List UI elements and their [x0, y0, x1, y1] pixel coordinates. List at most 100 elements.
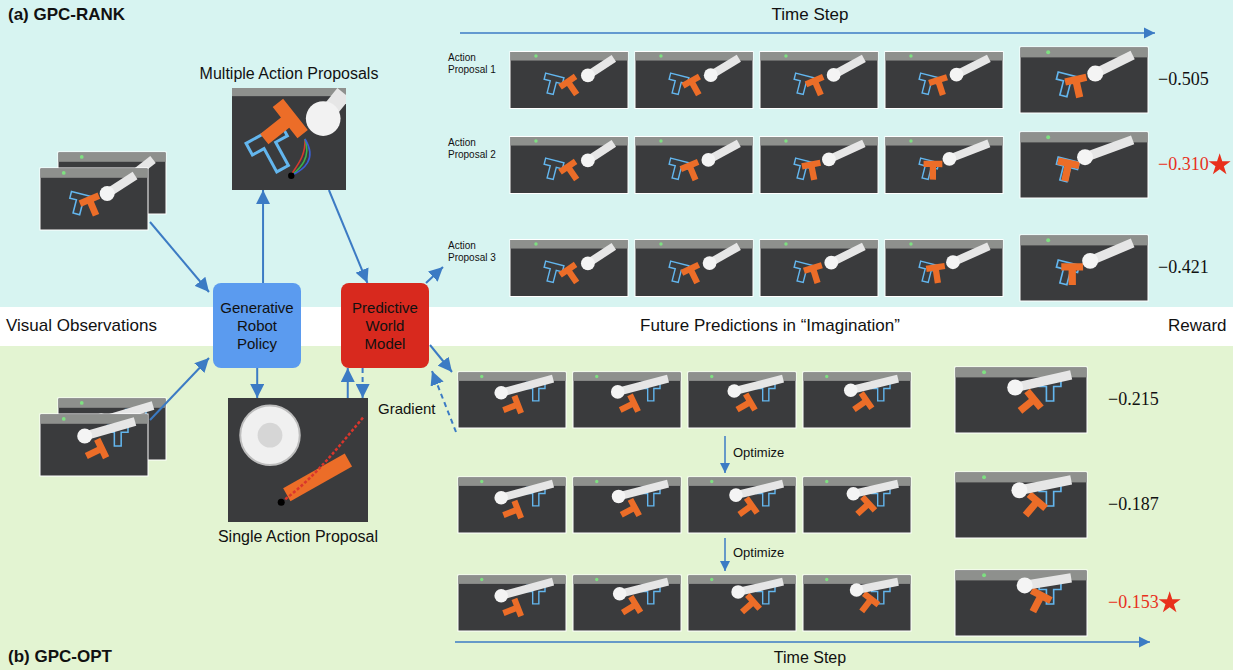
robot-base	[1011, 482, 1027, 498]
video-frame	[573, 575, 681, 631]
status-light	[909, 54, 912, 57]
robot-base	[704, 68, 718, 82]
row-label: Action Proposal 2	[448, 137, 504, 160]
image-ground	[232, 88, 346, 190]
flow-arrow	[347, 368, 349, 398]
status-light	[710, 480, 713, 483]
trajectory-line	[291, 139, 307, 176]
video-frame	[40, 168, 148, 230]
video-frame	[573, 477, 681, 533]
t-block	[926, 263, 946, 284]
video-frame	[1020, 235, 1148, 301]
end-point	[278, 499, 285, 506]
video-frame	[635, 137, 753, 194]
frame-ground	[510, 52, 628, 109]
reward-value: −0.421	[1158, 257, 1209, 279]
frame-ground	[803, 477, 911, 533]
label-anchor: Visual Observations	[6, 316, 157, 336]
t-block	[79, 192, 101, 216]
frame-ground	[635, 137, 753, 194]
robot-base	[822, 152, 836, 166]
status-light	[1046, 135, 1050, 139]
video-frame	[510, 240, 628, 297]
robot-base	[946, 255, 960, 269]
robot-arm	[851, 379, 898, 391]
frame-ground	[885, 137, 1003, 194]
robot-arm	[736, 484, 783, 495]
video-frame	[635, 240, 753, 297]
video-frame	[458, 575, 566, 631]
trajectory-line	[291, 139, 310, 176]
t-block	[287, 460, 349, 495]
status-light	[80, 155, 84, 159]
row-label: Action Proposal 3	[448, 240, 504, 263]
frame-ground	[1020, 132, 1148, 198]
video-frame	[688, 372, 796, 428]
frame-ground	[40, 168, 148, 230]
robot-joint	[258, 423, 283, 448]
arrow-label: Gradient	[378, 400, 436, 418]
robot-base	[581, 154, 595, 168]
status-light	[62, 417, 66, 421]
gradient-arrow	[362, 368, 364, 398]
robot-base	[943, 152, 957, 166]
step-label: Optimize	[733, 445, 784, 461]
box-label: Generative Robot Policy	[219, 299, 295, 353]
frame-ground	[573, 575, 681, 631]
best-star	[1209, 153, 1231, 174]
video-frame	[760, 137, 878, 194]
robot-base	[612, 490, 626, 504]
video-frame	[1020, 47, 1148, 113]
video-frame	[803, 575, 911, 631]
frame-ground	[635, 52, 753, 109]
video-frame	[760, 52, 878, 109]
video-frame	[885, 240, 1003, 297]
panel-heading: Single Action Proposal	[218, 527, 378, 546]
video-frame	[955, 472, 1087, 538]
status-light	[80, 401, 84, 405]
video-frame	[573, 372, 681, 428]
label-anchor: Time Step	[774, 648, 846, 667]
robot-base	[950, 68, 964, 82]
label-anchor: Optimize	[733, 445, 784, 461]
t-block	[1057, 158, 1080, 182]
flow-arrow	[430, 345, 452, 372]
status-light	[982, 573, 986, 577]
status-light	[825, 578, 828, 581]
step-label: Optimize	[733, 545, 784, 561]
t-block	[803, 262, 823, 284]
end-point	[288, 173, 294, 179]
flow-arrow	[426, 267, 443, 283]
label-anchor: Reward	[1168, 316, 1227, 336]
robot-arm	[501, 484, 553, 498]
status-light	[710, 578, 713, 581]
panel-heading: Multiple Action Proposals	[200, 64, 379, 83]
gradient-arrow	[432, 371, 456, 432]
frame-ground	[885, 240, 1003, 297]
status-light	[909, 242, 912, 245]
video-frame	[510, 137, 628, 194]
frame-ground	[458, 477, 566, 533]
label-anchor: −0.215	[1108, 389, 1159, 411]
label-anchor: Gradient	[378, 400, 436, 418]
flow-arrow	[256, 368, 258, 398]
frame-ground	[803, 575, 911, 631]
observation-stack	[40, 152, 166, 476]
robot-base	[824, 256, 838, 270]
t-block	[1064, 74, 1087, 98]
frame-ground	[40, 414, 148, 476]
robot-base	[581, 257, 595, 271]
t-block	[1030, 587, 1053, 613]
t-block	[801, 160, 821, 181]
frame-wall	[232, 88, 346, 96]
video-frame	[40, 414, 148, 476]
t-block	[558, 74, 579, 97]
label-anchor: −0.153	[1108, 592, 1159, 614]
video-frame	[688, 477, 796, 533]
frame-ground	[688, 477, 796, 533]
robot-base	[729, 488, 743, 502]
axis-label: Time Step	[774, 648, 846, 667]
robot-base	[701, 153, 715, 167]
label-anchor: Optimize	[733, 545, 784, 561]
